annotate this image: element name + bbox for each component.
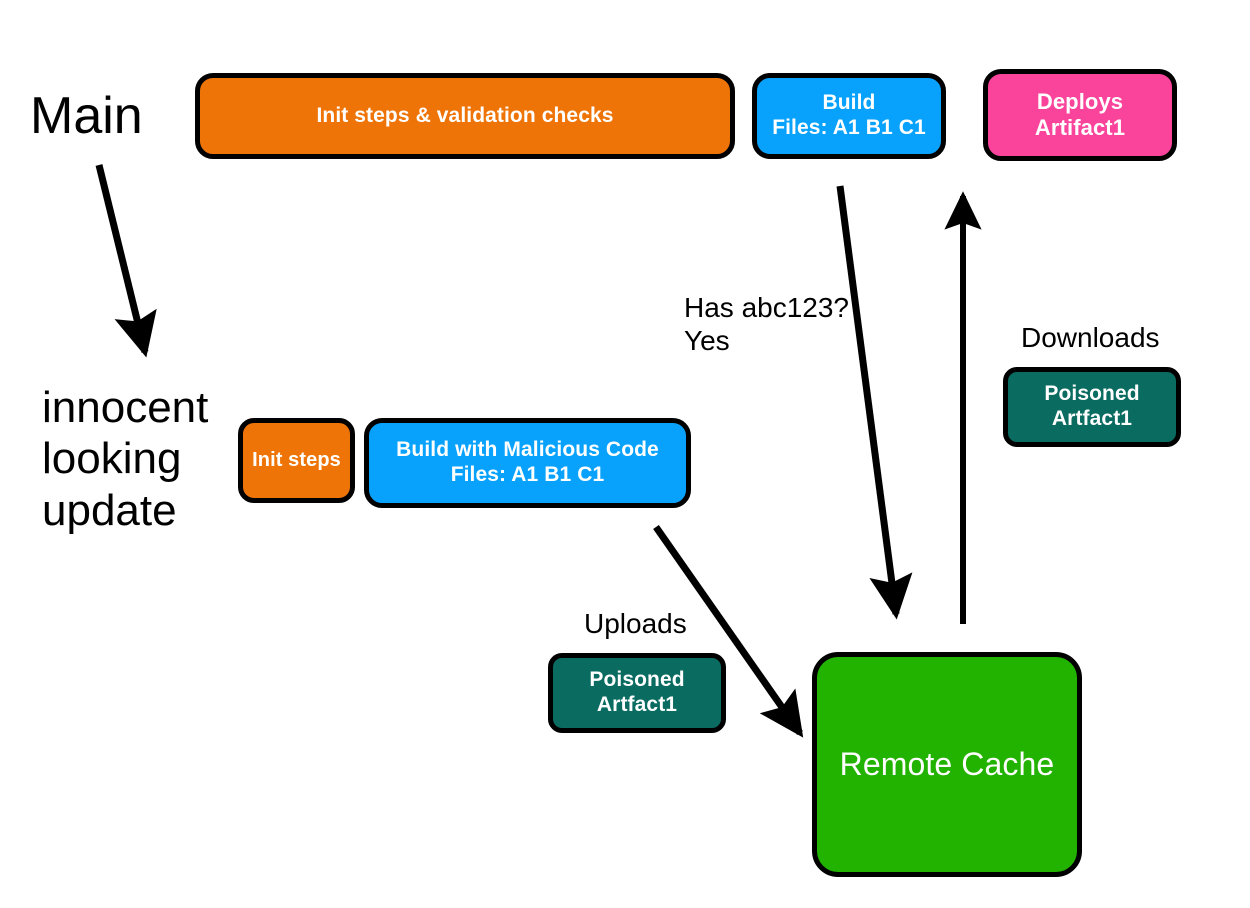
edge-label-uploads: Uploads <box>584 608 687 639</box>
edge-label-cache-lookup: Has abc123? Yes <box>684 292 850 356</box>
node-deploys-artifact1[interactable]: Deploys Artifact1 <box>983 69 1177 161</box>
edge-label-downloads: Downloads <box>1021 322 1160 353</box>
arrow-build-to-remote-cache <box>836 185 913 620</box>
node-poisoned-artifact-uploaded[interactable]: Poisoned Artfact1 <box>548 653 726 733</box>
arrow-main-to-update <box>95 164 157 358</box>
node-init-steps-and-validation-checks[interactable]: Init steps & validation checks <box>195 73 735 159</box>
node-poisoned-artifact-downloaded[interactable]: Poisoned Artfact1 <box>1003 367 1181 447</box>
lane-label-innocent-looking-update: innocent looking update <box>42 383 209 535</box>
node-build-main[interactable]: Build Files: A1 B1 C1 <box>752 73 946 159</box>
node-remote-cache[interactable]: Remote Cache <box>812 652 1082 877</box>
node-init-steps[interactable]: Init steps <box>238 418 355 503</box>
lane-label-main: Main <box>30 87 143 145</box>
node-build-with-malicious-code[interactable]: Build with Malicious Code Files: A1 B1 C… <box>364 418 691 508</box>
